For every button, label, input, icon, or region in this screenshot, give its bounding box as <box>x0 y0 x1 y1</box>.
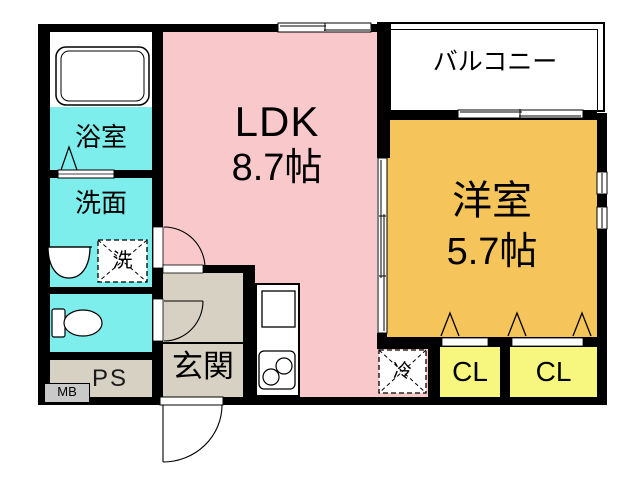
meter-box: MB <box>44 383 90 403</box>
meter-box-label: MB <box>57 384 77 399</box>
balcony-label: バルコニー <box>432 48 558 76</box>
closet-left-label: CL <box>452 356 488 387</box>
bathroom-label: 浴室 <box>74 122 127 152</box>
room-closet-left <box>440 347 500 397</box>
closet-fold-door-icon <box>440 311 592 337</box>
toilet-door-opening <box>152 298 164 342</box>
room-entrance-hall <box>163 273 243 397</box>
wall <box>377 337 428 349</box>
pipe-space-label: PS <box>91 365 128 392</box>
entrance-step-line <box>163 342 243 344</box>
entrance-door-swing-icon <box>162 404 223 463</box>
closet-left-opening <box>441 337 489 347</box>
western-room-size-label: 5.7帖 <box>446 231 538 273</box>
room-balcony <box>389 22 605 112</box>
balcony-inner-line <box>389 29 598 112</box>
refrigerator-label: 冷 <box>392 361 412 382</box>
hall-ldk-opening <box>162 264 204 274</box>
western-right-window-icon <box>596 171 608 230</box>
washing-machine-label: 洗 <box>112 250 133 272</box>
western-room-label: 洋室 <box>452 179 532 223</box>
washing-machine-icon <box>97 239 148 283</box>
wall <box>38 24 390 32</box>
stove-icon <box>258 350 296 390</box>
balcony-window-icon <box>457 109 584 119</box>
closet-right-label: CL <box>535 356 572 387</box>
ldk-western-sliding-door-icon <box>377 157 388 334</box>
wall <box>38 397 607 405</box>
wall <box>38 352 163 360</box>
closet-right-opening <box>511 337 584 347</box>
washbasin-icon <box>46 246 92 279</box>
wall <box>597 113 607 405</box>
wall <box>428 347 440 397</box>
bathtub-icon <box>55 46 150 106</box>
ldk-size-label: 8.7帖 <box>231 147 323 189</box>
wall <box>152 32 163 397</box>
entrance-label: 玄関 <box>172 349 234 384</box>
wall <box>38 24 50 405</box>
toilet-icon <box>51 308 103 338</box>
toilet-door-swing-icon <box>163 300 204 342</box>
entrance-door-opening <box>159 396 224 406</box>
ldk-label: LDK <box>234 98 320 145</box>
kitchen-sink-icon <box>261 290 296 328</box>
wall <box>203 265 255 273</box>
washroom-label: 洗面 <box>74 188 127 218</box>
bath-door-icon <box>60 145 78 171</box>
refrigerator-icon <box>378 349 427 394</box>
washroom-door-swing-icon <box>163 226 206 269</box>
wall <box>377 22 390 158</box>
ldk-top-window-icon <box>277 22 372 33</box>
wall <box>38 287 163 294</box>
room-closet-right <box>510 347 597 397</box>
wall <box>243 265 255 397</box>
room-western <box>387 120 597 337</box>
room-bathroom <box>50 107 152 170</box>
wall <box>500 347 510 397</box>
washroom-door-opening <box>152 226 164 269</box>
